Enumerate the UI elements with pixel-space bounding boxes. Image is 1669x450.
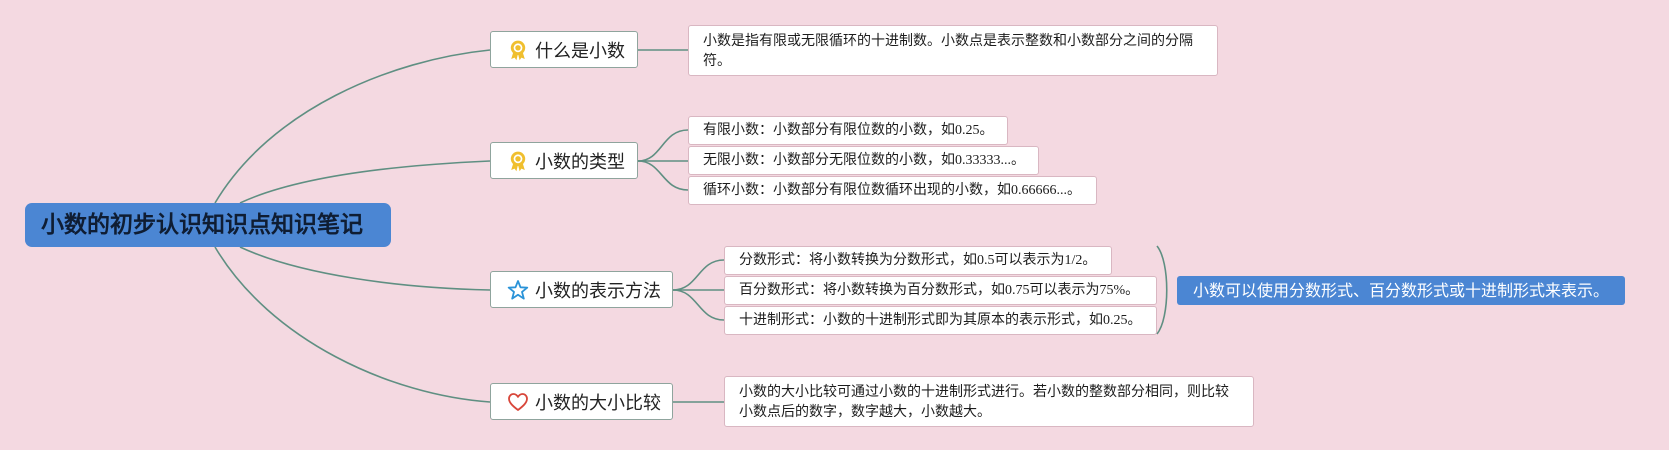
leaf-text: 有限小数：小数部分有限位数的小数，如0.25。: [703, 123, 994, 138]
connector-types-leaf-3: [637, 160, 689, 191]
connector-representation-leaf-3: [672, 289, 725, 321]
summary-representation[interactable]: 小数可以使用分数形式、百分数形式或十进制形式来表示。: [1177, 276, 1625, 305]
topic-what-is-decimal[interactable]: 什么是小数: [490, 31, 638, 68]
star-icon: [507, 279, 529, 300]
leaf-text: 十进制形式：小数的十进制形式即为其原本的表示形式，如0.25。: [739, 313, 1142, 328]
leaf-definition[interactable]: 小数是指有限或无限循环的十进制数。小数点是表示整数和小数部分之间的分隔符。: [688, 25, 1218, 76]
root-topic[interactable]: 小数的初步认识知识点知识笔记: [25, 203, 391, 247]
leaf-text: 分数形式：将小数转换为分数形式，如0.5可以表示为1/2。: [739, 253, 1097, 268]
leaf-text: 循环小数：小数部分有限位数循环出现的小数，如0.66666...。: [703, 183, 1081, 198]
topic-label: 小数的类型: [535, 151, 625, 173]
ribbon-award-icon: [510, 40, 526, 60]
topic-label: 小数的大小比较: [535, 392, 661, 414]
connector-types-leaf-1: [637, 129, 689, 162]
summary-text: 小数可以使用分数形式、百分数形式或十进制形式来表示。: [1193, 281, 1610, 300]
topic-decimal-representation[interactable]: 小数的表示方法: [490, 271, 673, 308]
topic-decimal-comparison[interactable]: 小数的大小比较: [490, 383, 673, 420]
topic-decimal-types[interactable]: 小数的类型: [490, 142, 638, 179]
leaf-text: 小数的大小比较可通过小数的十进制形式进行。若小数的整数部分相同，则比较小数点后的…: [739, 385, 1229, 420]
ribbon-award-icon: [510, 151, 526, 171]
leaf-decimal-form[interactable]: 十进制形式：小数的十进制形式即为其原本的表示形式，如0.25。: [724, 306, 1157, 335]
leaf-percent-form[interactable]: 百分数形式：将小数转换为百分数形式，如0.75可以表示为75%。: [724, 276, 1157, 305]
summary-brace: [1156, 245, 1168, 335]
connector-root-to-comparison: [214, 246, 491, 403]
leaf-comparison[interactable]: 小数的大小比较可通过小数的十进制形式进行。若小数的整数部分相同，则比较小数点后的…: [724, 376, 1254, 427]
topic-label: 小数的表示方法: [535, 280, 661, 302]
leaf-text: 无限小数：小数部分无限位数的小数，如0.33333...。: [703, 153, 1025, 168]
leaf-repeating-decimal[interactable]: 循环小数：小数部分有限位数循环出现的小数，如0.66666...。: [688, 176, 1097, 205]
heart-icon: [508, 392, 528, 411]
connector-representation-leaf-1: [672, 259, 725, 291]
leaf-finite-decimal[interactable]: 有限小数：小数部分有限位数的小数，如0.25。: [688, 116, 1008, 145]
leaf-infinite-decimal[interactable]: 无限小数：小数部分无限位数的小数，如0.33333...。: [688, 146, 1039, 175]
connector-root-to-types: [239, 160, 491, 204]
leaf-text: 小数是指有限或无限循环的十进制数。小数点是表示整数和小数部分之间的分隔符。: [703, 34, 1193, 69]
leaf-text: 百分数形式：将小数转换为百分数形式，如0.75可以表示为75%。: [739, 283, 1140, 298]
root-topic-label: 小数的初步认识知识点知识笔记: [41, 212, 363, 238]
leaf-fraction-form[interactable]: 分数形式：将小数转换为分数形式，如0.5可以表示为1/2。: [724, 246, 1112, 275]
topic-label: 什么是小数: [535, 40, 625, 62]
connector-root-to-definition: [214, 49, 491, 204]
connector-root-to-representation: [239, 246, 491, 291]
